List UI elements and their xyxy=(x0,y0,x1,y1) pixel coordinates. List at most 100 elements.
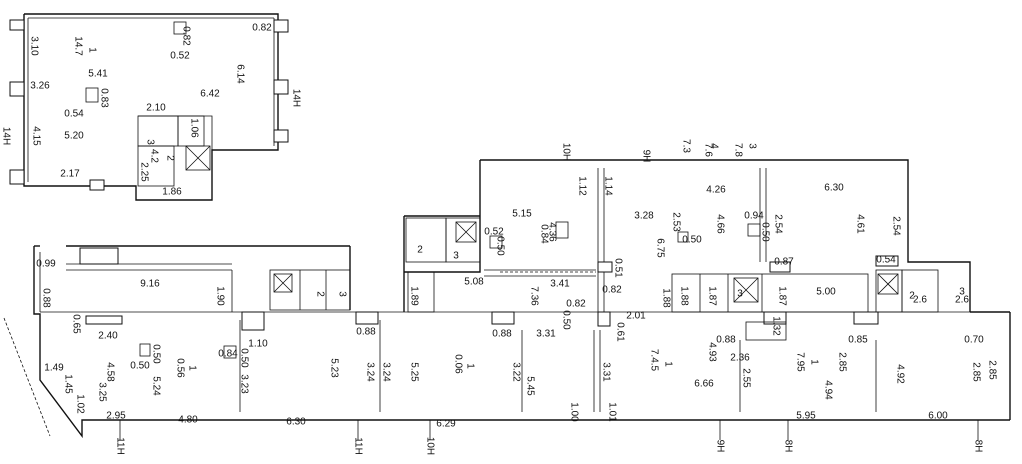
dimension-label: 3.28 xyxy=(634,211,654,222)
dimension-label: 2.01 xyxy=(626,311,646,322)
dimension-label: 0.85 xyxy=(848,335,868,346)
dimension-label: 0.50 xyxy=(130,361,150,372)
dimension-label: 5.45 xyxy=(524,376,535,396)
dimension-label: 3.24 xyxy=(380,362,391,382)
dimension-label: 9H xyxy=(640,150,651,163)
dimension-label: 1.88 xyxy=(660,288,671,308)
dimension-label: 3 xyxy=(746,143,757,149)
dimension-label: 2.6 xyxy=(955,295,969,306)
dimension-label: 0.84 xyxy=(218,349,238,360)
dimension-label: 1.02 xyxy=(74,394,85,414)
dimension-label: 0.50 xyxy=(759,222,770,242)
dimension-label: 0.65 xyxy=(70,314,81,334)
dimension-label: 1.01 xyxy=(606,402,617,422)
dimension-label: 2.10 xyxy=(146,103,166,114)
dimension-label: 0.51 xyxy=(612,258,623,278)
dimension-label: 3.41 xyxy=(550,279,570,290)
dimension-label: 6.30 xyxy=(824,183,844,194)
dimension-label: 0.50 xyxy=(682,235,702,246)
dimension-label: 0.88 xyxy=(492,329,512,340)
dimension-label: 4.2 xyxy=(148,149,159,163)
dimension-label: 2.95 xyxy=(106,411,126,422)
dimension-label: 1.45 xyxy=(62,374,73,394)
dimension-label: 0.88 xyxy=(716,335,736,346)
dimension-label: 2 xyxy=(314,291,325,297)
dimension-label: 6.75 xyxy=(654,238,665,258)
dimension-label: 7.8 xyxy=(732,143,743,157)
dimension-label: 0.50 xyxy=(560,310,571,330)
dimension-label: 5.15 xyxy=(512,209,532,220)
dimension-label: 2.53 xyxy=(670,212,681,232)
dimension-label: 1.32 xyxy=(770,316,781,336)
dimension-label: 0.88 xyxy=(356,327,376,338)
dimension-label: 0.61 xyxy=(614,322,625,342)
dimension-label: 0.82 xyxy=(180,26,191,46)
dimension-label: 10H xyxy=(560,143,571,161)
dimension-label: 3 xyxy=(336,291,347,297)
dimension-label: 2.85 xyxy=(970,362,981,382)
dimension-label: 6.30 xyxy=(286,417,306,428)
dimension-label: 1.90 xyxy=(214,286,225,306)
dimension-label: 0.70 xyxy=(964,335,984,346)
dimension-label: 10H xyxy=(424,437,435,455)
dimension-label: 2.17 xyxy=(60,169,80,180)
dimension-label: 9H xyxy=(714,440,725,453)
dimension-label: 6.42 xyxy=(200,89,220,100)
dimension-label: 4.66 xyxy=(714,214,725,234)
dimension-label: 8H xyxy=(972,440,983,453)
dimension-label: 0.56 xyxy=(174,358,185,378)
dimension-label: 1.10 xyxy=(248,339,268,350)
dimension-label: 7.6 xyxy=(702,143,713,157)
dimension-label: 0.82 xyxy=(252,23,272,34)
dimension-label: 7.4.5 xyxy=(648,349,659,372)
dimension-label: 3.26 xyxy=(30,81,50,92)
dimension-label: 3.25 xyxy=(96,382,107,402)
dimension-label: 6.66 xyxy=(694,379,714,390)
dimension-label: 3.10 xyxy=(28,36,39,56)
dimension-label: 2.54 xyxy=(890,216,901,236)
dimension-label: 2 xyxy=(417,245,423,256)
dimension-label: 1.06 xyxy=(188,118,199,138)
dimension-label: 4.61 xyxy=(854,214,865,234)
dimension-label: 4.15 xyxy=(30,126,41,146)
dimension-label: 6.00 xyxy=(928,411,948,422)
dimension-label: 2.55 xyxy=(740,368,751,388)
dimension-label: 4.80 xyxy=(178,415,198,426)
dimension-label: 0.50 xyxy=(150,344,161,364)
dimension-label: 1 xyxy=(808,359,819,365)
dimension-label: 3.24 xyxy=(364,362,375,382)
dimension-label: 1 xyxy=(186,365,197,371)
dimension-label: 2 xyxy=(909,291,915,302)
dimension-label: 0.50 xyxy=(494,236,505,256)
dimension-label: 3 xyxy=(737,289,743,300)
dimension-label: 8H xyxy=(782,440,793,453)
dimension-label: 3 xyxy=(959,287,965,298)
wall-outlines xyxy=(3,13,1011,440)
dimension-label: 7.36 xyxy=(528,286,539,306)
dimension-label: 0.54 xyxy=(876,255,896,266)
dimension-label: 11H xyxy=(352,437,363,455)
dimension-label: 2 xyxy=(164,155,175,161)
dimension-label: 3 xyxy=(144,139,155,145)
dimension-label: 5.95 xyxy=(796,411,816,422)
dimension-label: 0.82 xyxy=(602,285,622,296)
dimension-label: 4.92 xyxy=(894,364,905,384)
dimension-label: 0.50 xyxy=(238,348,249,368)
dimension-label: 5.20 xyxy=(64,131,84,142)
dimension-label: 6.29 xyxy=(436,419,456,430)
dimension-label: 4 xyxy=(708,143,719,149)
dimension-label: 14H xyxy=(0,127,11,145)
dimension-label: 4.58 xyxy=(104,362,115,382)
dimension-label: 1 xyxy=(662,361,673,367)
dimension-label: 0.82 xyxy=(566,299,586,310)
dimension-label: 2.54 xyxy=(772,214,783,234)
dimension-label: 0.94 xyxy=(744,211,764,222)
dimension-label: 0.84 xyxy=(538,224,549,244)
dimension-label: 5.24 xyxy=(150,376,161,396)
dimension-label: 4.93 xyxy=(706,342,717,362)
dimension-label: 14H xyxy=(290,89,301,107)
dimension-label: 4.36 xyxy=(546,222,557,242)
dimension-label: 1.14 xyxy=(602,176,613,196)
dimension-label: 3 xyxy=(453,251,459,262)
